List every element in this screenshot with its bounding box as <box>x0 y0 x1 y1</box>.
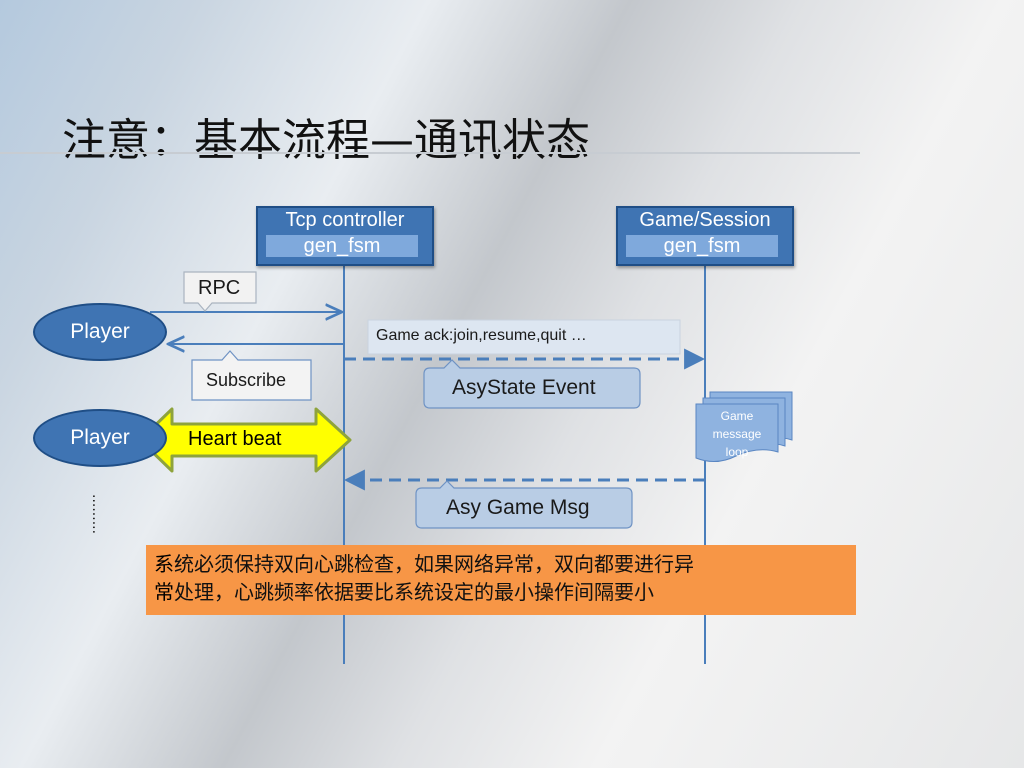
game-ack-box <box>367 319 681 355</box>
asy-game-msg-callout <box>415 480 633 529</box>
game-loop-label: Game message loop <box>700 407 774 461</box>
rpc-callout <box>183 271 257 312</box>
asystate-label: AsyState Event <box>452 376 596 399</box>
game-session-name: Game/Session <box>639 209 771 231</box>
game-loop-label-line-3: loop <box>725 445 749 459</box>
game-loop-page-1 <box>695 403 779 462</box>
title-rule <box>0 152 860 154</box>
note-line-2-rest: 处理，心跳频率依据要比系统设定的最小操作间隔要小 <box>174 580 654 604</box>
asystate-callout <box>423 359 641 409</box>
tcp-controller-node: Tcp controller gen_fsm <box>256 206 434 266</box>
note-box: 系统必须保持双向心跳检查，如果网络异常，双向都要进行异 常处理，心跳频率依据要比… <box>146 545 856 615</box>
ellipsis-dots-text: ......... <box>89 494 105 535</box>
subscribe-label: Subscribe <box>206 370 287 390</box>
player-node-2: Player <box>33 409 167 467</box>
slide-title: 注意：基本流程—通讯状态 <box>62 115 590 166</box>
player-node-1: Player <box>33 303 167 361</box>
game-loop-label-line-2: message <box>712 427 762 441</box>
ellipsis-dots: ......... <box>89 494 105 535</box>
tcp-controller-name: Tcp controller <box>285 209 405 231</box>
tcp-controller-type: gen_fsm <box>266 235 418 257</box>
asy-game-msg-label: Asy Game Msg <box>446 496 590 519</box>
subscribe-callout <box>191 350 312 401</box>
game-loop-label-line-1: Game <box>720 409 754 423</box>
note-line-2: 常处理，心跳频率依据要比系统设定的最小操作间隔要小 <box>154 578 848 606</box>
note-line-1: 系统必须保持双向心跳检查，如果网络异常，双向都要进行异 <box>154 550 848 578</box>
note-line-1-rest: 统必须保持双向心跳检查，如果网络异常，双向都要进行异 <box>174 552 694 576</box>
note-line-1-first: 系 <box>154 552 174 576</box>
heartbeat-arrow <box>138 407 352 473</box>
game-ack-label: Game ack:join,resume,quit … <box>376 327 587 344</box>
rpc-label: RPC <box>198 277 241 299</box>
note-line-2-first: 常 <box>154 580 174 604</box>
heartbeat-label: Heart beat <box>188 428 282 450</box>
game-session-node: Game/Session gen_fsm <box>616 206 794 266</box>
game-session-type: gen_fsm <box>626 235 778 257</box>
